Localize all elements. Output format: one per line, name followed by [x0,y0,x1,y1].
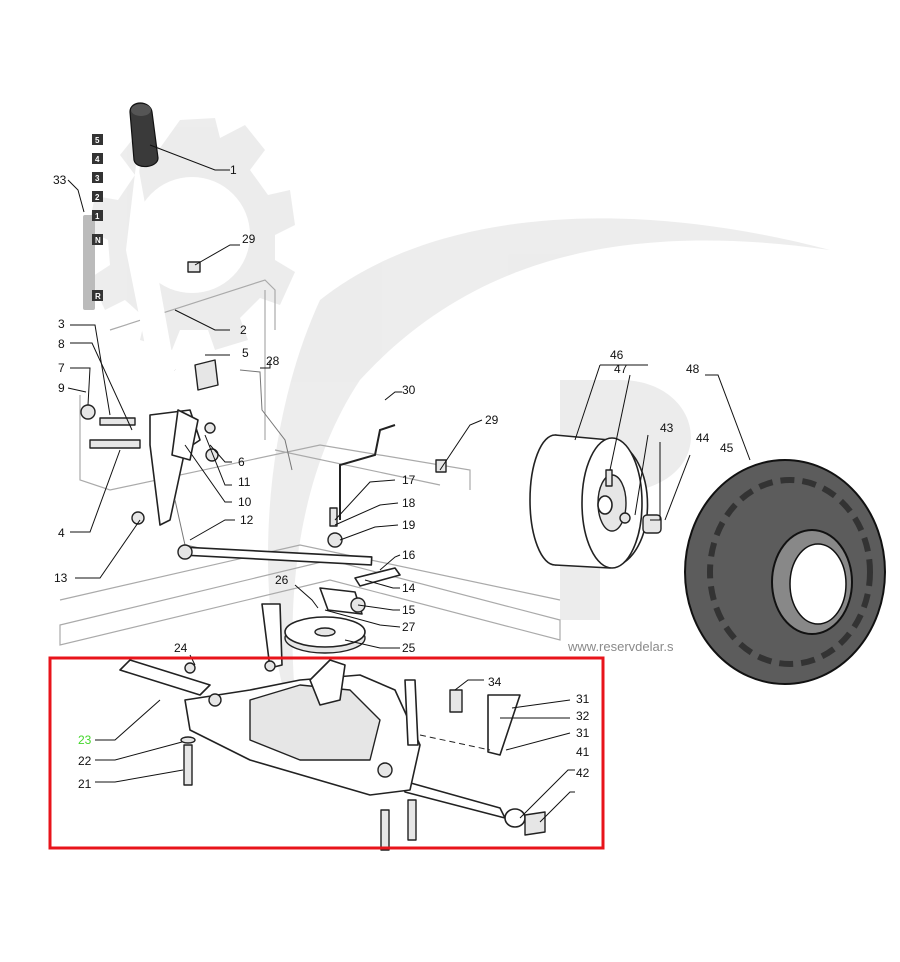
callout-31: 31 [576,692,590,706]
callout-22: 22 [78,754,92,768]
callout-41: 41 [576,745,590,759]
callout-15: 15 [402,603,416,617]
callout-17: 17 [402,473,416,487]
callout-9: 9 [58,381,65,395]
callout-27: 27 [402,620,416,634]
gear-box-1 [92,210,103,221]
callout-46: 46 [610,348,624,362]
gear-label-4: 4 [95,155,100,164]
callout-25: 25 [402,641,416,655]
callout-18: 18 [402,496,416,510]
gear-lever [125,102,176,372]
callout-1: 1 [230,163,237,177]
callout-32: 32 [576,709,590,723]
callout-48: 48 [686,362,700,376]
callout-21: 21 [78,777,92,791]
gear-label-R: R [95,292,101,301]
linkage-assembly [80,261,447,615]
callout-4: 4 [58,526,65,540]
callout-19: 19 [402,518,416,532]
highlight-box [48,656,605,850]
callout-12: 12 [240,513,254,527]
gear-box-N [92,234,103,245]
callout-8: 8 [58,337,65,351]
gear-label-N: N [95,236,101,245]
gear-label-1: 1 [95,212,100,221]
callout-42: 42 [576,766,590,780]
callout-24: 24 [174,641,188,655]
gear-box-2 [92,191,103,202]
gear-label-3: 3 [95,174,100,183]
callout-26: 26 [275,573,289,587]
gear-indicator: 5 4 3 2 1N R [83,134,103,310]
callout-13: 13 [54,571,68,585]
callout-3: 3 [58,317,65,331]
callout-43: 43 [660,421,674,435]
pulley [261,603,366,672]
callout-14: 14 [402,581,416,595]
callout-5: 5 [242,346,249,360]
callout-10: 10 [238,495,252,509]
transaxle [119,659,546,851]
callout-47: 47 [614,362,628,376]
callout-33: 33 [53,173,67,187]
callout-28: 28 [266,354,280,368]
callout-2: 2 [240,323,247,337]
gear-label-2: 2 [95,193,100,202]
callout-6: 6 [238,455,245,469]
callout-29: 29 [242,232,256,246]
gear-label-5: 5 [95,136,100,145]
callout-7: 7 [58,361,65,375]
leader-lines [67,144,751,823]
callout-30: 30 [402,383,416,397]
gear-box-3 [92,172,103,183]
callout-11: 11 [238,475,251,489]
callout-16: 16 [402,548,416,562]
gear-box-5 [92,134,103,145]
wheel-rim [529,434,662,569]
tire [684,459,886,685]
callout-31: 31 [576,726,590,740]
callout-29: 29 [485,413,499,427]
gear-box-4 [92,153,103,164]
gear-box-R [92,290,103,301]
callout-23: 23 [78,733,92,747]
callout-45: 45 [720,441,734,455]
watermark-text: www.reservdelar.s [567,639,674,654]
callout-34: 34 [488,675,502,689]
callout-44: 44 [696,431,710,445]
